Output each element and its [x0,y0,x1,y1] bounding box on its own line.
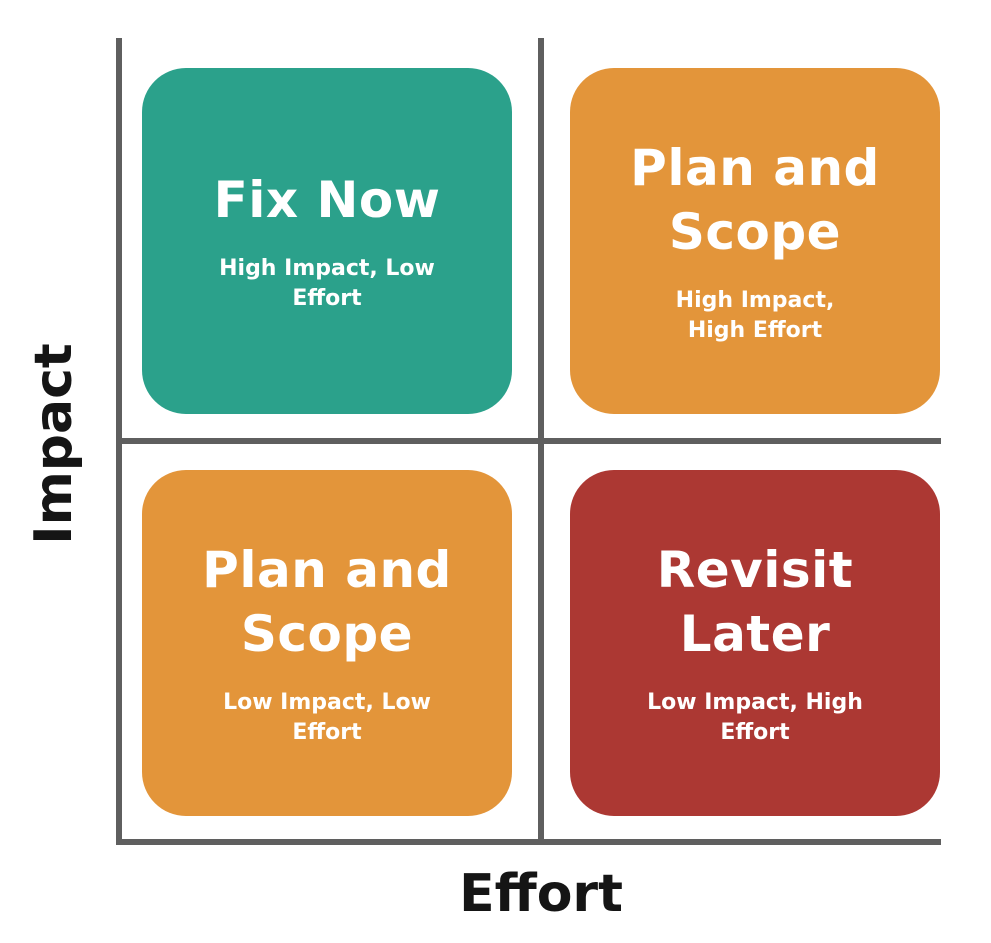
horizontal-divider [116,438,941,444]
quadrant-subtitle: Low Impact, High Effort [647,690,863,745]
quadrant-plan-and-scope-high-impact: Plan and Scope High Impact, High Effort [570,68,940,414]
quadrant-subtitle: High Impact, High Effort [675,288,835,343]
quadrant-plan-and-scope-low-impact: Plan and Scope Low Impact, Low Effort [142,470,512,816]
x-axis-line [116,839,941,845]
quadrant-title: Plan and Scope [202,541,452,663]
quadrant-title: Plan and Scope [630,139,880,261]
quadrant-fix-now: Fix Now High Impact, Low Effort [142,68,512,414]
y-axis-label: Impact [24,343,84,545]
quadrant-title: Fix Now [213,171,441,229]
quadrant-revisit-later: Revisit Later Low Impact, High Effort [570,470,940,816]
quadrant-subtitle: Low Impact, Low Effort [223,690,431,745]
quadrant-subtitle: High Impact, Low Effort [219,256,435,311]
quadrant-title: Revisit Later [656,541,854,663]
x-axis-label: Effort [459,864,623,924]
